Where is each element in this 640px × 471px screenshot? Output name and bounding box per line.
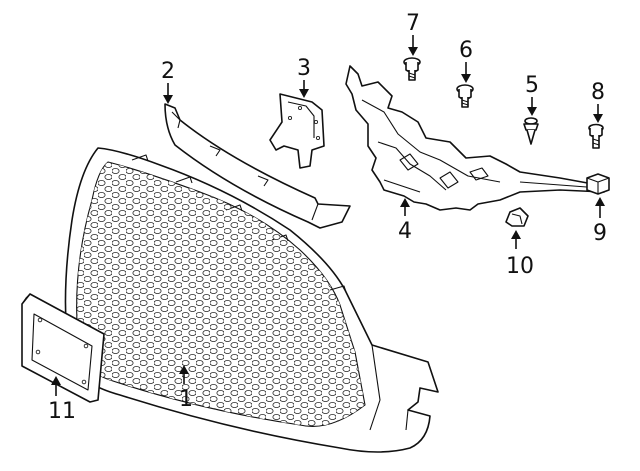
svg-text:1: 1 [179, 387, 193, 412]
bracket [269, 93, 325, 169]
callout-8: 8 [591, 80, 605, 123]
bolt-6 [456, 84, 474, 108]
nut-9 [586, 173, 610, 195]
svg-text:10: 10 [506, 254, 534, 279]
svg-text:4: 4 [398, 219, 412, 244]
callout-4: 4 [398, 198, 412, 244]
upper-molding [164, 103, 351, 229]
callout-10: 10 [506, 230, 534, 279]
callout-6: 6 [459, 38, 473, 83]
callout-3: 3 [297, 56, 311, 98]
svg-text:6: 6 [459, 38, 473, 63]
callout-2: 2 [161, 59, 175, 104]
svg-text:3: 3 [297, 56, 311, 81]
svg-text:11: 11 [48, 399, 76, 424]
grille-panel [64, 147, 439, 453]
retainer-clip-10 [505, 207, 529, 227]
callout-9: 9 [593, 197, 607, 246]
svg-text:9: 9 [593, 221, 607, 246]
callout-5: 5 [525, 73, 539, 116]
reinforcement [345, 65, 605, 211]
callout-11: 11 [48, 376, 76, 424]
push-clip-5 [523, 117, 539, 145]
svg-text:5: 5 [525, 73, 539, 98]
svg-text:7: 7 [406, 11, 420, 36]
callout-7: 7 [406, 11, 420, 56]
license-bracket [21, 293, 105, 403]
callout-1: 1 [179, 365, 193, 412]
svg-text:2: 2 [161, 59, 175, 84]
bolt-7 [403, 57, 421, 81]
screw-8 [588, 123, 604, 149]
svg-text:8: 8 [591, 80, 605, 105]
